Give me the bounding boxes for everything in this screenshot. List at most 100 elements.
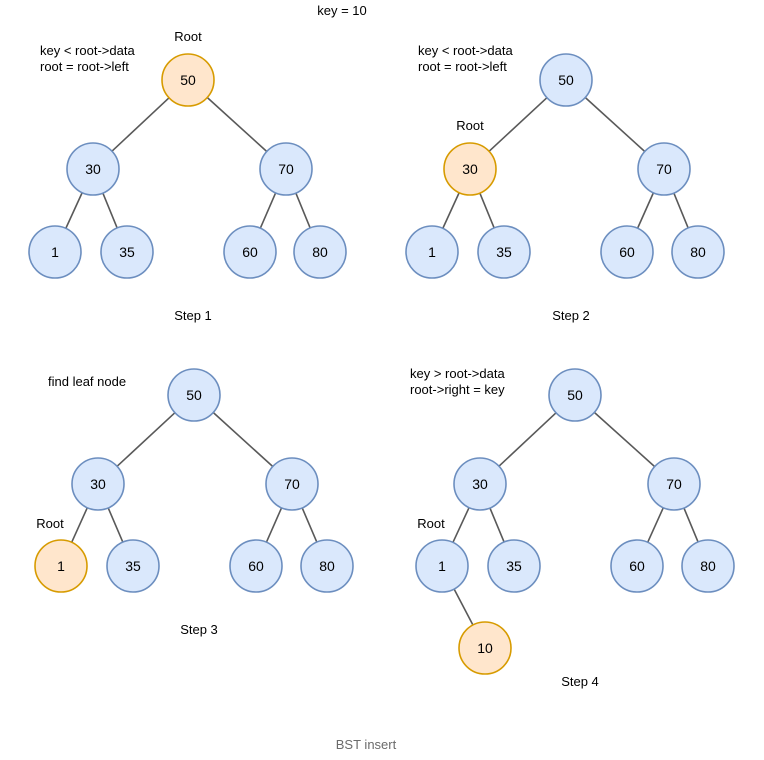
node-circle [259, 142, 313, 196]
tree-node: 60 [600, 225, 654, 279]
tree-edge [452, 507, 470, 543]
tree-edge [116, 412, 176, 467]
diagram-title: key = 10 [317, 3, 367, 18]
tree-node: 1 [28, 225, 82, 279]
tree-node: 80 [293, 225, 347, 279]
node-circle [477, 225, 531, 279]
current-root-node-circle [443, 142, 497, 196]
node-value: 70 [656, 161, 672, 177]
tree-node: 30 [66, 142, 120, 196]
node-value: 80 [690, 244, 706, 260]
tree-edge [111, 97, 170, 152]
node-circle [300, 539, 354, 593]
tree-node: 10 [458, 621, 512, 675]
tree-edge [673, 192, 689, 229]
node-value: 30 [472, 476, 488, 492]
node-circle [548, 368, 602, 422]
tree-edge [206, 96, 268, 153]
node-value: 1 [438, 558, 446, 574]
tree-node: 1 [415, 539, 469, 593]
step-3-edges [70, 411, 318, 543]
node-value: 80 [312, 244, 328, 260]
tree-node: 35 [100, 225, 154, 279]
node-value: 30 [462, 161, 478, 177]
node-circle [415, 539, 469, 593]
step-2-edges [442, 96, 689, 229]
tree-node: 1 [405, 225, 459, 279]
node-value: 70 [666, 476, 682, 492]
node-value: 35 [496, 244, 512, 260]
step-label: Step 1 [174, 308, 212, 323]
step-note: root = root->left [418, 59, 507, 74]
step-note: key < root->data [40, 43, 135, 58]
tree-edge [265, 507, 283, 543]
node-value: 1 [428, 244, 436, 260]
node-value: 50 [186, 387, 202, 403]
step-4-edges [452, 411, 699, 626]
tree-node: 60 [610, 539, 664, 593]
tree-edge [593, 411, 656, 468]
node-value: 35 [119, 244, 135, 260]
tree-node: 50 [161, 53, 215, 107]
step-note: root->right = key [410, 382, 505, 397]
step-1-edges [65, 96, 311, 229]
tree-node: 30 [443, 142, 497, 196]
node-value: 60 [248, 558, 264, 574]
tree-node: 50 [539, 53, 593, 107]
node-value: 50 [180, 72, 196, 88]
node-circle [647, 457, 701, 511]
node-value: 60 [629, 558, 645, 574]
current-root-node-circle [161, 53, 215, 107]
node-circle [167, 368, 221, 422]
node-value: 80 [700, 558, 716, 574]
node-value: 1 [57, 558, 65, 574]
node-circle [637, 142, 691, 196]
step-label: Step 3 [180, 622, 218, 637]
node-value: 80 [319, 558, 335, 574]
tree-edge [70, 507, 89, 543]
tree-node: 70 [265, 457, 319, 511]
tree-edge [259, 192, 277, 229]
node-circle [453, 457, 507, 511]
tree-node: 1 [34, 539, 88, 593]
current-root-node-circle [458, 621, 512, 675]
node-circle [539, 53, 593, 107]
tree-node: 80 [681, 539, 735, 593]
tree-edge [102, 192, 118, 229]
tree-edge [301, 507, 318, 543]
step-note: key < root->data [418, 43, 513, 58]
tree-edge [636, 192, 655, 229]
node-value: 1 [51, 244, 59, 260]
tree-node: 70 [647, 457, 701, 511]
node-circle [229, 539, 283, 593]
node-circle [66, 142, 120, 196]
node-circle [405, 225, 459, 279]
tree-node: 70 [259, 142, 313, 196]
root-pointer-label: Root [36, 516, 64, 531]
node-value: 35 [125, 558, 141, 574]
node-circle [223, 225, 277, 279]
node-value: 35 [506, 558, 522, 574]
tree-edge [479, 192, 495, 229]
tree-node: 50 [548, 368, 602, 422]
step-label: Step 2 [552, 308, 590, 323]
node-value: 30 [90, 476, 106, 492]
tree-node: 50 [167, 368, 221, 422]
tree-edge [489, 507, 505, 543]
node-circle [671, 225, 725, 279]
step-note: root = root->left [40, 59, 129, 74]
tree-edge [212, 411, 274, 468]
tree-edge [488, 97, 548, 152]
figure-caption: BST insert [336, 737, 397, 752]
step-label: Step 4 [561, 674, 599, 689]
node-circle [265, 457, 319, 511]
root-pointer-label: Root [417, 516, 445, 531]
node-circle [293, 225, 347, 279]
tree-node: 60 [229, 539, 283, 593]
node-circle [487, 539, 541, 593]
tree-edge [646, 507, 665, 543]
